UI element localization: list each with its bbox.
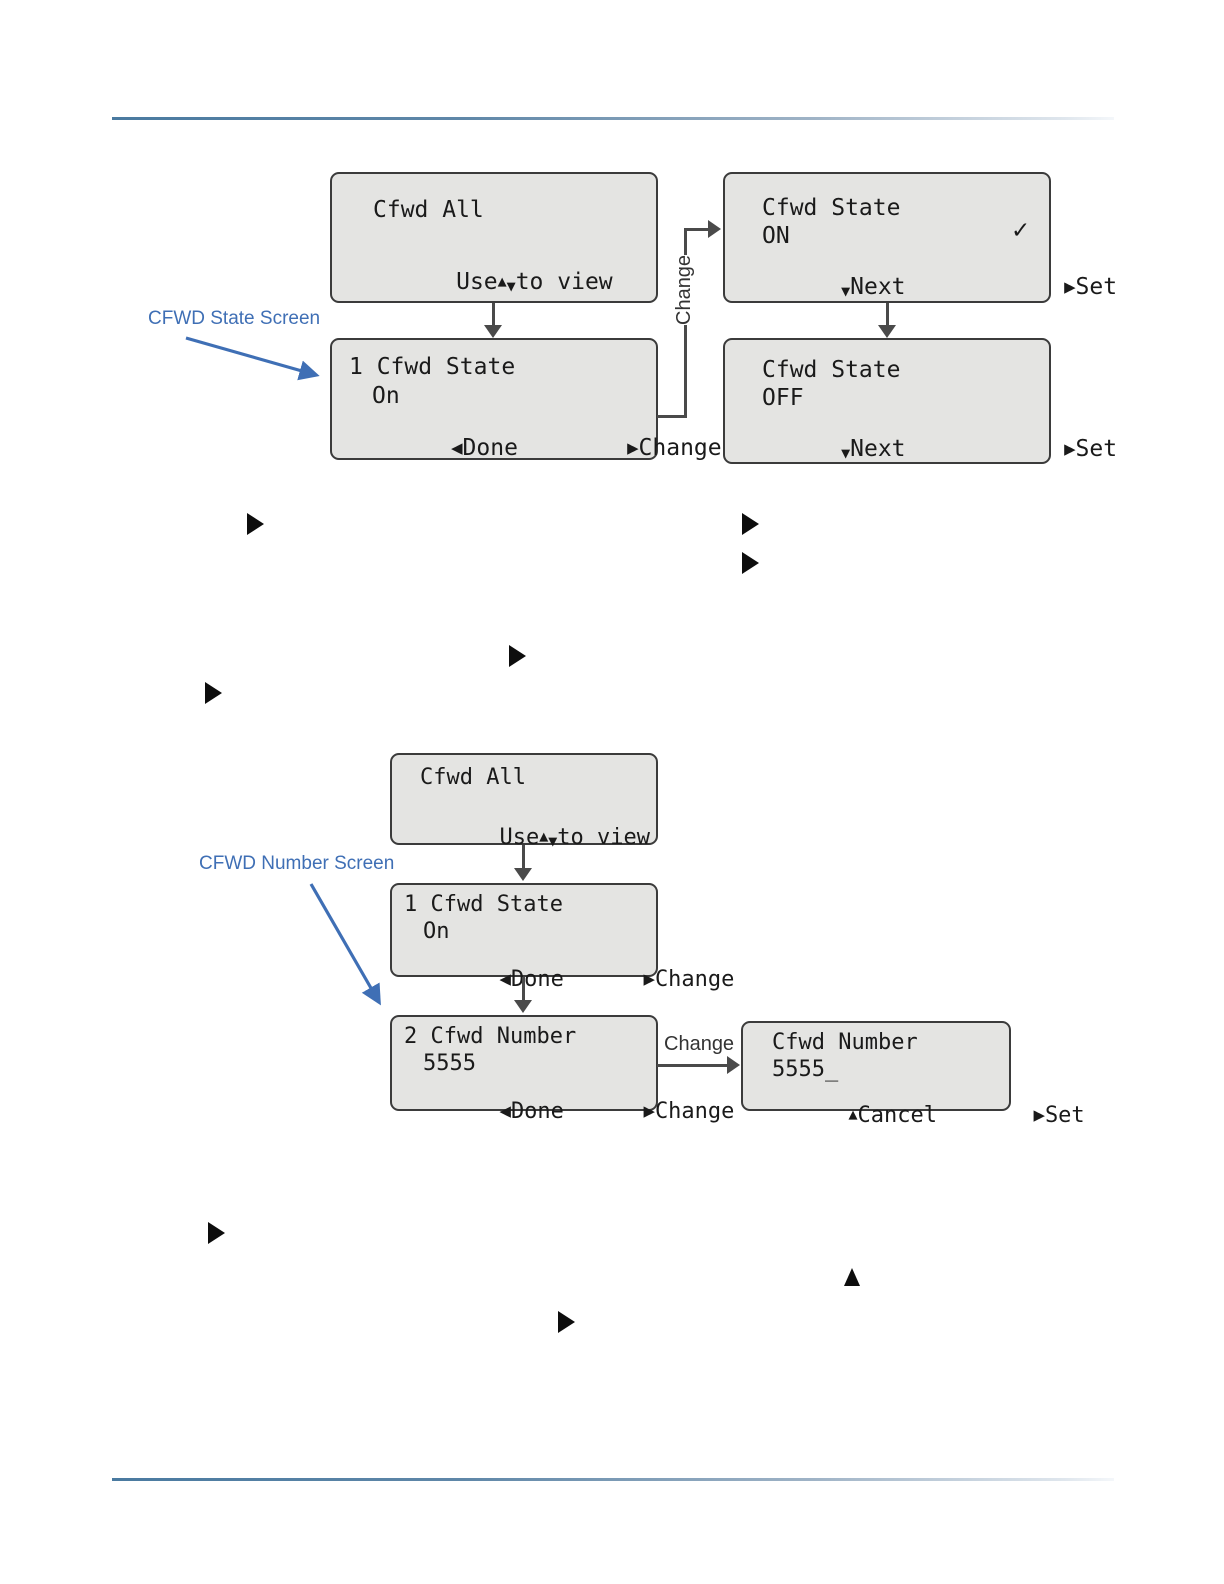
softkey-set-label: Set — [1075, 436, 1118, 462]
down-arrow-icon: ▼ — [841, 444, 851, 462]
right-arrow-icon: ▶ — [627, 437, 639, 459]
screen-line-value: OFF — [762, 385, 804, 411]
up-arrow-icon: ▲ — [497, 272, 507, 290]
down-arrow-icon: ▼ — [548, 832, 558, 850]
up-arrow-icon: ▲ — [848, 1105, 858, 1123]
bullet-triangle-icon — [205, 682, 222, 704]
softkey-next[interactable]: ▼Next — [758, 415, 906, 484]
callout-arrow-number-screen — [309, 883, 381, 1006]
screen-line-title: Cfwd All — [373, 197, 484, 223]
softkey-cancel-label: Cancel — [857, 1103, 937, 1128]
bullet-triangle-icon — [208, 1222, 225, 1244]
screen-line-title: Cfwd Number — [772, 1030, 918, 1055]
screen-line-title: 2 Cfwd Number — [404, 1024, 577, 1049]
right-arrow-icon: ▶ — [643, 1100, 655, 1122]
callout-arrow-state-screen — [185, 336, 320, 381]
footer-rule — [112, 1478, 1114, 1481]
connector-arrowhead — [878, 325, 896, 338]
softkey-done-label: Done — [510, 967, 564, 992]
bullet-triangle-icon — [558, 1311, 575, 1333]
callout-cfwd-number-screen: CFWD Number Screen — [199, 853, 395, 874]
softkey-change[interactable]: ▶Change — [564, 1079, 734, 1145]
connector-line — [492, 303, 495, 327]
softkey-change-label: Change — [654, 967, 735, 992]
connector-line — [657, 415, 686, 418]
screen-line-value: On — [372, 383, 400, 409]
screen-line-title: Cfwd State — [762, 195, 901, 221]
softkey-done-label: Done — [510, 1099, 564, 1124]
softkey-done-label: Done — [462, 435, 518, 461]
softkey-set[interactable]: ▶Set — [981, 253, 1117, 322]
softkey-next-label: Next — [850, 436, 906, 462]
up-arrow-icon: ▲ — [539, 827, 549, 845]
connector-line — [522, 845, 525, 869]
use-text: Use — [499, 825, 540, 850]
connector-arrowhead — [708, 220, 721, 238]
down-arrow-icon: ▼ — [841, 282, 851, 300]
screen-cfwd-all-top: Cfwd All Use▲▼to view — [330, 172, 658, 303]
screen-cfwd-state-on: Cfwd State ON ✓ ▼Next ▶Set — [723, 172, 1117, 303]
softkey-set[interactable]: ▶Set — [981, 415, 1117, 484]
softkey-next-label: Next — [850, 274, 906, 300]
screen-line-title: 1 Cfwd State — [404, 892, 563, 917]
screen-cfwd-state-menu-bottom: 1 Cfwd State On ◀Done ▶Change — [390, 883, 734, 991]
use-text: Use — [456, 269, 498, 295]
screen-line-value: ON — [762, 223, 790, 249]
left-arrow-icon: ◀ — [499, 968, 511, 990]
connector-arrowhead — [514, 868, 532, 881]
softkey-change-label: Change — [654, 1099, 735, 1124]
softkey-set[interactable]: ▶Set — [954, 1083, 1085, 1149]
connector-arrowhead — [514, 1000, 532, 1013]
connector-arrowhead — [727, 1056, 740, 1074]
screen-cfwd-state-menu-top: 1 Cfwd State On ◀Done ▶Change — [330, 338, 722, 460]
screen-cfwd-number-edit: Cfwd Number 5555_ ▲Cancel ▶Set — [741, 1021, 1085, 1127]
softkey-change[interactable]: ▶Change — [564, 947, 734, 1013]
down-arrow-icon: ▼ — [506, 277, 516, 295]
screen-line-title: 1 Cfwd State — [349, 354, 516, 380]
connector-line — [886, 303, 889, 327]
screen-line-instruction: Use▲▼to view — [420, 805, 650, 871]
to-view-text: to view — [557, 825, 651, 850]
screen-line-instruction: Use▲▼to view — [373, 248, 613, 317]
softkey-cancel[interactable]: ▲Cancel — [769, 1083, 937, 1149]
bullet-triangle-icon — [742, 513, 759, 535]
connector-line — [657, 1064, 729, 1067]
to-view-text: to view — [515, 269, 613, 295]
right-arrow-icon: ▶ — [1064, 276, 1076, 298]
screen-cfwd-number-menu: 2 Cfwd Number 5555 ◀Done ▶Change — [390, 1015, 734, 1123]
bullet-triangle-icon — [742, 552, 759, 574]
connector-label-change: Change — [664, 1033, 735, 1056]
softkey-set-label: Set — [1075, 274, 1118, 300]
softkey-change-label: Change — [638, 435, 722, 461]
softkey-change[interactable]: ▶Change — [544, 414, 722, 483]
softkey-done[interactable]: ◀Done — [368, 414, 518, 483]
screen-cfwd-state-off: Cfwd State OFF ▼Next ▶Set — [723, 338, 1117, 464]
checkmark-icon: ✓ — [1011, 218, 1031, 244]
screen-line-title: Cfwd All — [420, 765, 526, 790]
bullet-up-triangle-icon — [844, 1268, 860, 1286]
left-arrow-icon: ◀ — [499, 1100, 511, 1122]
connector-label-change: Change — [673, 254, 696, 325]
screen-line-title: Cfwd State — [762, 357, 901, 383]
right-arrow-icon: ▶ — [1064, 438, 1076, 460]
right-arrow-icon: ▶ — [643, 968, 655, 990]
left-arrow-icon: ◀ — [451, 437, 463, 459]
softkey-done[interactable]: ◀Done — [420, 1079, 564, 1145]
bullet-triangle-icon — [509, 645, 526, 667]
connector-line — [684, 228, 709, 231]
screen-line-value: On — [423, 919, 450, 944]
header-rule — [112, 117, 1114, 120]
softkey-set-label: Set — [1044, 1103, 1085, 1128]
screen-line-value: 5555 — [423, 1051, 476, 1076]
right-arrow-icon: ▶ — [1033, 1104, 1045, 1126]
screen-line-value: 5555_ — [772, 1057, 839, 1082]
softkey-next[interactable]: ▼Next — [758, 253, 906, 322]
bullet-triangle-icon — [247, 513, 264, 535]
screen-cfwd-all-bottom: Cfwd All Use▲▼to view — [390, 753, 658, 849]
connector-line — [522, 977, 525, 1001]
connector-arrowhead — [484, 325, 502, 338]
callout-cfwd-state-screen: CFWD State Screen — [148, 308, 321, 329]
